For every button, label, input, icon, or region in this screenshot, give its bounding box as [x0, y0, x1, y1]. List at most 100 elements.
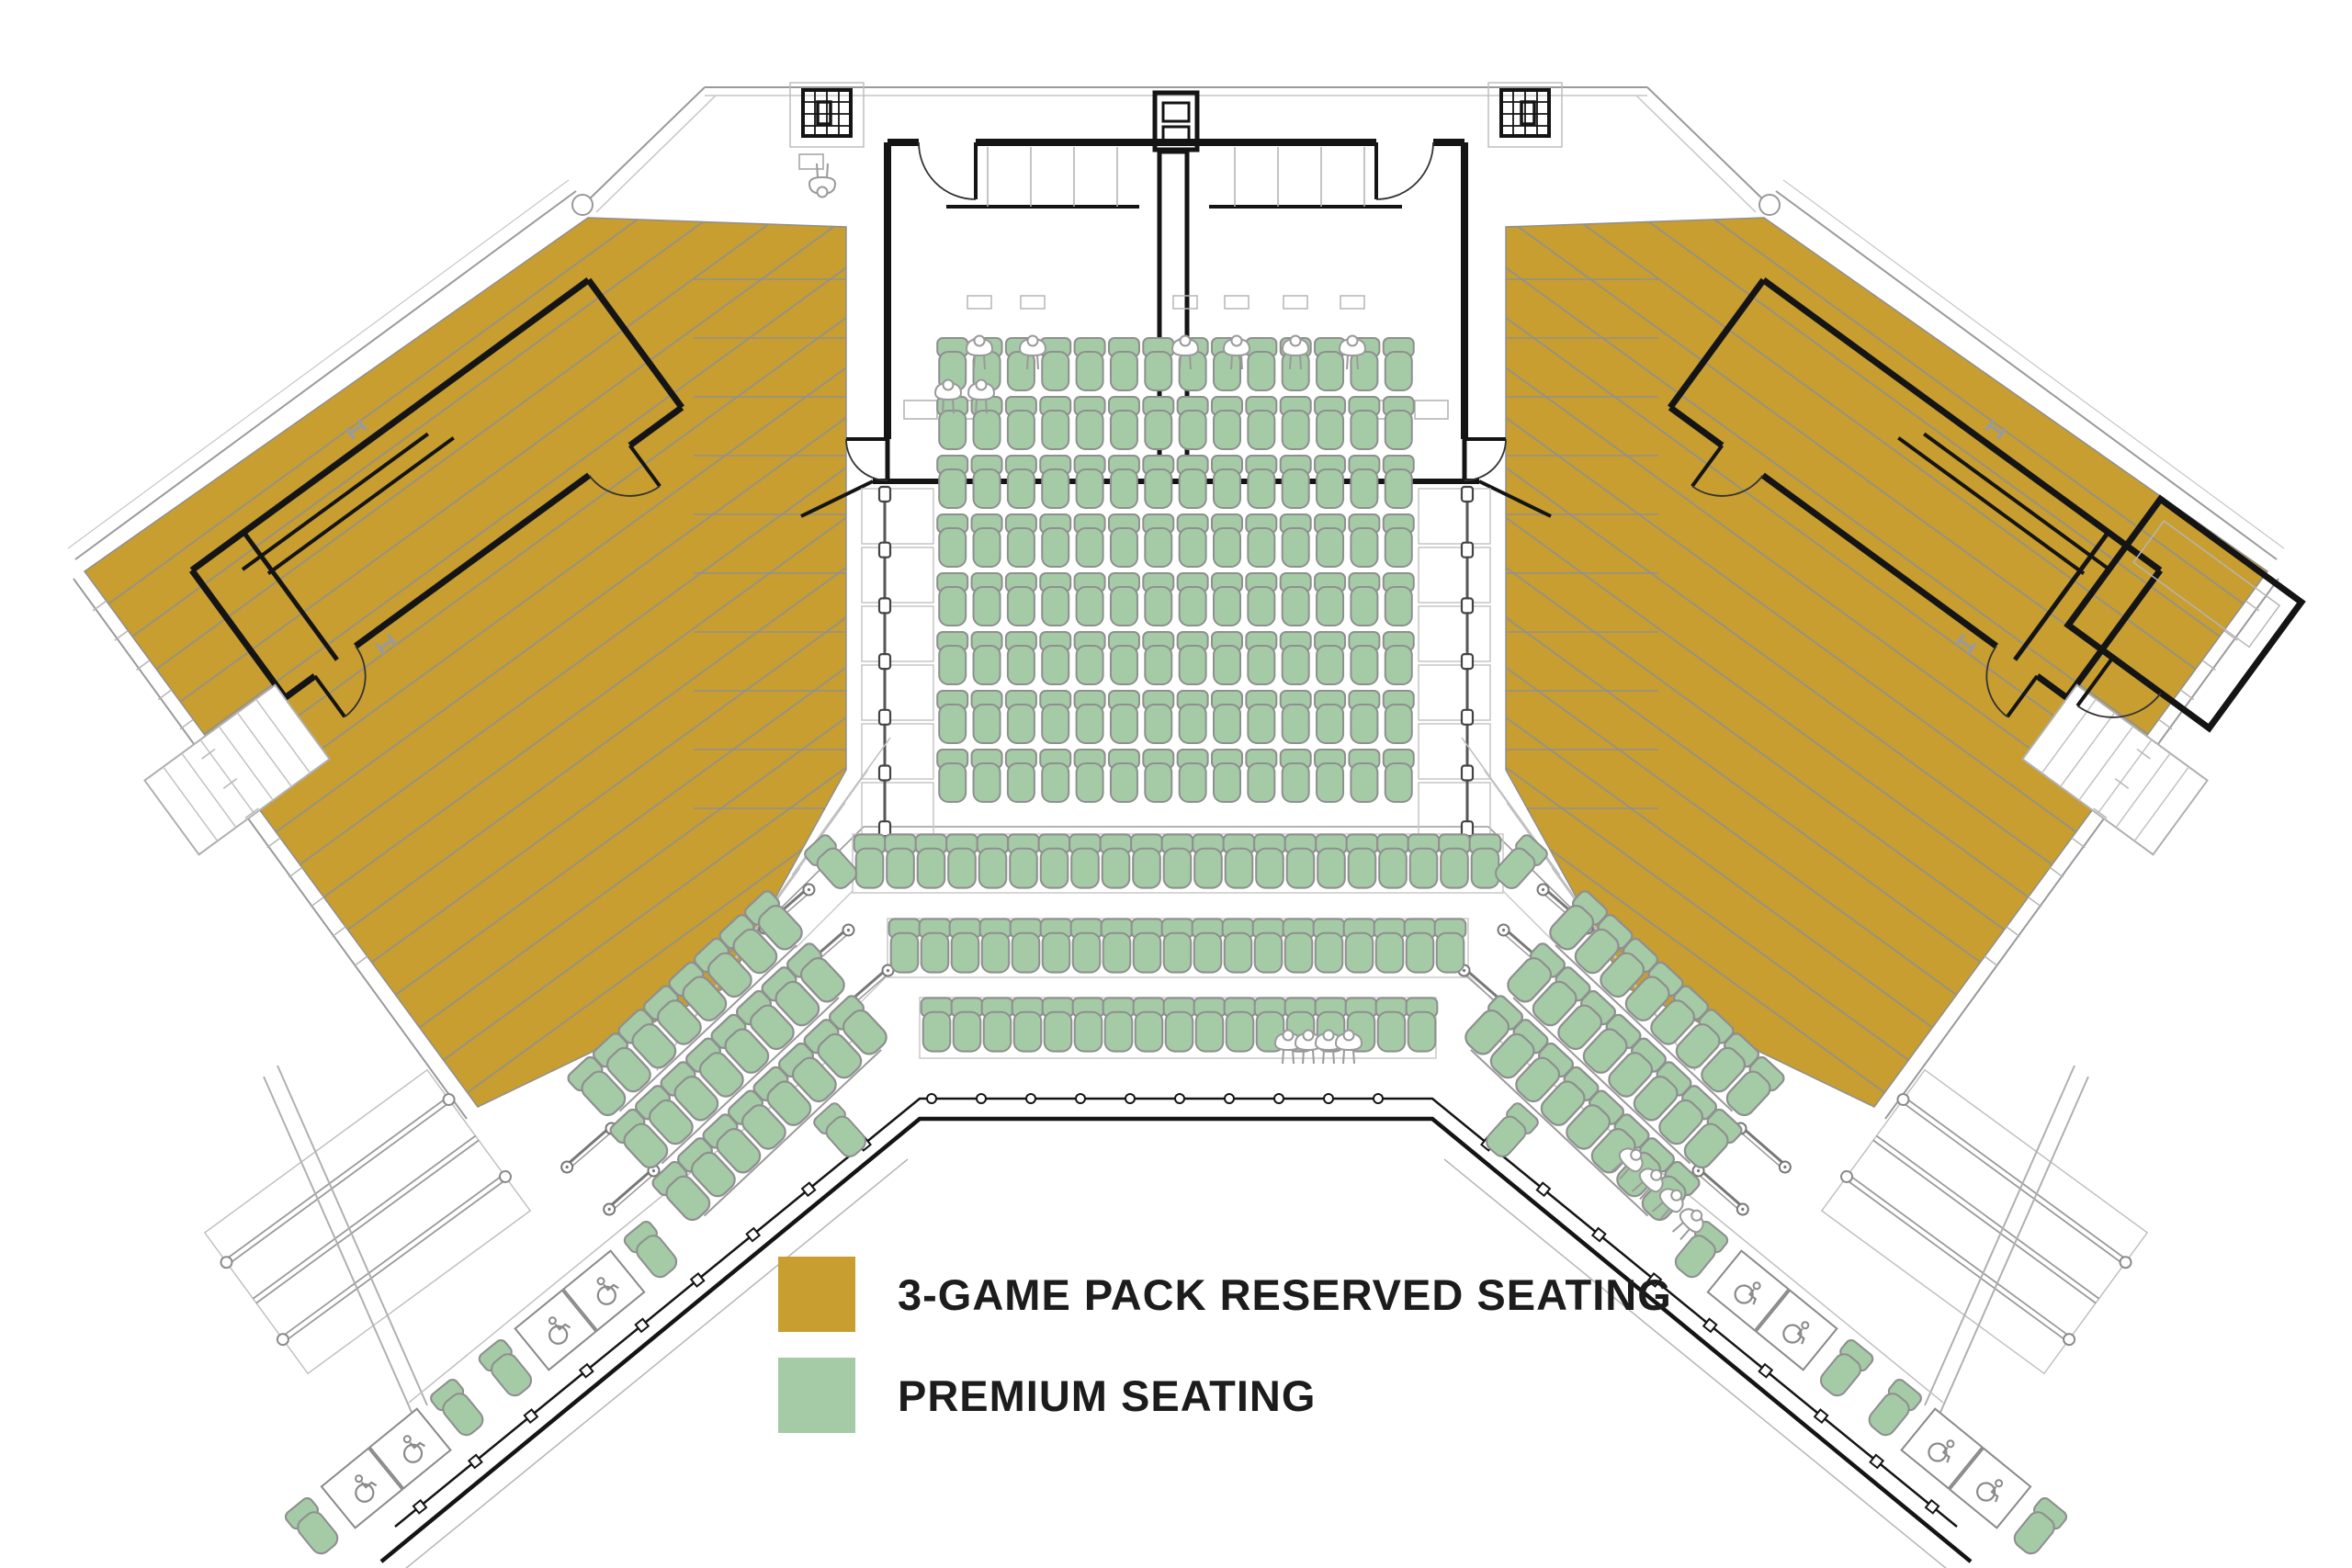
seat: [936, 631, 969, 685]
stair-grid-symbol-left: [789, 82, 865, 148]
wheelchair-box: [1900, 1407, 1984, 1490]
seat: [1069, 833, 1102, 889]
seat: [1468, 833, 1502, 889]
seat: [945, 833, 978, 889]
seat: [920, 997, 954, 1053]
seat: [1868, 1378, 1922, 1437]
seat: [2013, 1496, 2068, 1555]
seat: [1039, 513, 1072, 568]
seat: [1176, 396, 1209, 450]
seat: [1438, 833, 1471, 889]
suite-room-left: [188, 276, 684, 718]
seat: [1039, 337, 1072, 391]
seat: [853, 833, 887, 889]
aisle-steps: [861, 485, 1491, 839]
seat: [1650, 985, 1710, 1045]
seat: [1582, 1013, 1642, 1074]
person-icon: [1651, 1188, 1684, 1221]
seat: [727, 1089, 786, 1150]
legend-swatch-gold: [778, 1257, 855, 1332]
seat: [1283, 833, 1317, 889]
railing-posts: [412, 1093, 1940, 1515]
seat: [1037, 833, 1071, 889]
seat: [1279, 631, 1312, 685]
seat: [1245, 631, 1278, 685]
seat: [1142, 513, 1175, 568]
seat: [1245, 690, 1278, 744]
seat: [1342, 918, 1376, 974]
seat: [743, 890, 803, 951]
seat: [888, 918, 922, 974]
seat: [1107, 455, 1140, 509]
seat: [1251, 918, 1285, 974]
seat: [936, 513, 969, 568]
seat: [1176, 513, 1209, 568]
wheelchair-box: [1948, 1447, 2032, 1529]
seat: [1314, 513, 1347, 568]
seat: [1004, 572, 1037, 626]
seat: [651, 1160, 711, 1222]
seat: [1486, 1102, 1539, 1157]
accessible-layer: [284, 1220, 2068, 1555]
seat: [1314, 455, 1347, 509]
person-icon: [1611, 1147, 1644, 1180]
seat: [1039, 396, 1072, 450]
seat: [1532, 966, 1591, 1027]
seat: [1107, 690, 1140, 744]
stair-grid-symbol-right: [1487, 82, 1563, 148]
seat: [936, 690, 969, 744]
seat: [1314, 749, 1347, 803]
seat: [1658, 1085, 1718, 1145]
seat: [1142, 749, 1175, 803]
wheelchair-box: [1706, 1249, 1791, 1332]
person-icon: [1018, 334, 1047, 370]
seat: [1107, 572, 1140, 626]
seat: [1348, 749, 1381, 803]
seat: [1211, 749, 1243, 803]
seat: [1107, 513, 1140, 568]
seat: [1073, 455, 1106, 509]
seat: [1348, 631, 1381, 685]
seat: [1245, 572, 1278, 626]
seat: [1107, 396, 1140, 450]
person-icon: [933, 378, 963, 414]
seat: [1403, 918, 1437, 974]
seat: [1382, 631, 1415, 685]
person-icon: [1338, 334, 1367, 370]
seat: [1683, 1108, 1743, 1169]
seat: [1073, 749, 1106, 803]
seat: [1315, 833, 1348, 889]
seat: [1211, 455, 1243, 509]
seat: [1382, 690, 1415, 744]
seat: [478, 1338, 533, 1397]
handrail: [603, 1164, 661, 1216]
legend-item-three-game-pack: 3-GAME PACK RESERVED SEATING: [778, 1257, 1672, 1332]
seat: [1608, 1037, 1668, 1098]
seat: [1004, 749, 1037, 803]
seat: [918, 918, 952, 974]
person-icon: [965, 334, 994, 370]
seat: [567, 1055, 627, 1117]
seat: [1142, 455, 1175, 509]
seat: [950, 997, 984, 1053]
seat: [1009, 918, 1043, 974]
seat: [1282, 918, 1316, 974]
seat: [752, 1066, 812, 1126]
person-icon: [1281, 334, 1310, 370]
seat: [1566, 1089, 1625, 1150]
seat: [1312, 918, 1346, 974]
seat: [1348, 455, 1381, 509]
seat: [1039, 572, 1072, 626]
seat: [1211, 513, 1243, 568]
seat: [786, 942, 845, 1003]
seat: [1160, 833, 1194, 889]
restroom-block: [800, 139, 1552, 518]
seat: [970, 749, 1003, 803]
legend-swatch-green: [778, 1358, 855, 1433]
scoreboard-panel: [1152, 90, 1200, 152]
handrail: [560, 1122, 618, 1174]
seat: [936, 749, 969, 803]
seat: [1211, 631, 1243, 685]
person-icon: [1222, 334, 1251, 370]
seat: [1102, 997, 1136, 1053]
